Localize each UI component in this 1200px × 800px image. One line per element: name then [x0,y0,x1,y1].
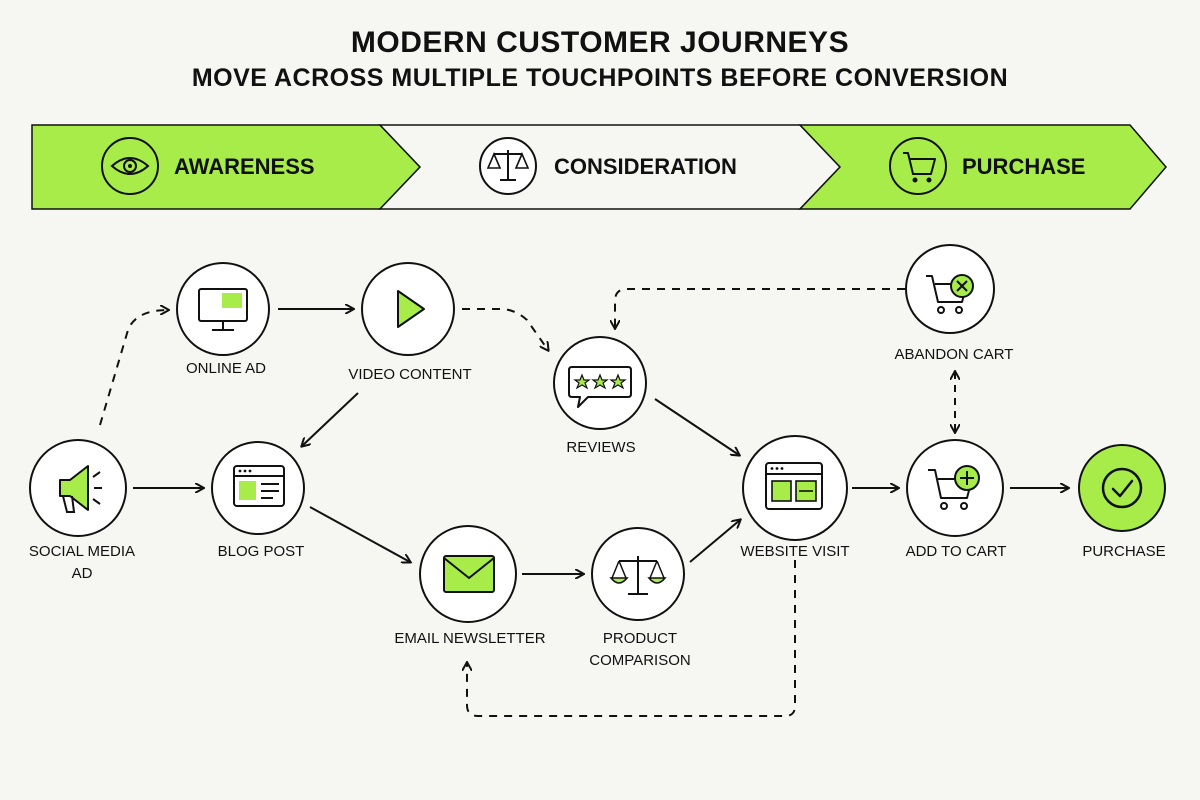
stage-purchase-shape [798,124,1167,210]
stage-purchase-label: PURCHASE [962,154,1085,179]
edge-blog-to-email [309,506,410,562]
stage-band: AWARENESS CONSIDERATION PURCHASE [31,124,1167,210]
cart-icon [889,137,947,195]
node-purchase-label: PURCHASE [1082,543,1165,560]
diagram-subtitle: MOVE ACROSS MULTIPLE TOUCHPOINTS BEFORE … [191,64,1009,92]
node-add-to-cart: ADD TO CART [906,439,1007,560]
node-website-visit-label: WEBSITE VISIT [740,543,849,560]
node-social-media-ad: SOCIAL MEDIA AD [29,439,135,582]
node-online-ad-label: ONLINE AD [186,360,266,377]
node-abandon-cart: ABANDON CART [895,244,1014,363]
node-blog-post-label: BLOG POST [218,543,305,560]
stage-awareness-label: AWARENESS [174,154,315,179]
webpage-icon [233,465,285,507]
star-review-icon [568,366,632,408]
play-icon [397,290,425,328]
node-product-comparison-label-1: PRODUCT [603,630,677,647]
node-reviews: REVIEWS [553,336,647,456]
stage-consideration-label: CONSIDERATION [554,154,737,179]
node-online-ad: ONLINE AD [176,262,270,377]
scale-icon [609,556,667,595]
node-social-media-ad-label-2: AD [72,565,93,582]
edge-reviews-to-website [654,398,739,455]
edge-video-to-blog [302,392,359,446]
node-email-newsletter-label: EMAIL NEWSLETTER [394,630,545,647]
browser-icon [765,462,823,510]
node-blog-post: BLOG POST [211,441,305,560]
diagram-title: MODERN CUSTOMER JOURNEYS [350,26,850,59]
stage-awareness: AWARENESS [101,137,315,195]
stage-purchase: PURCHASE [889,137,1085,195]
edges [99,288,1068,717]
edge-comparison-to-website [689,520,740,563]
edge-video-to-reviews [462,308,548,350]
monitor-icon [198,288,248,331]
stage-consideration: CONSIDERATION [479,137,737,195]
cart-remove-icon [926,274,974,314]
node-purchase: PURCHASE [1078,444,1166,560]
checkmark-icon [1101,467,1143,509]
scale-icon [479,137,537,195]
node-product-comparison: PRODUCT COMPARISON [589,527,691,669]
node-video-content: VIDEO CONTENT [348,262,472,383]
node-email-newsletter: EMAIL NEWSLETTER [394,525,546,647]
node-reviews-label: REVIEWS [566,439,635,456]
megaphone-icon [59,465,102,513]
cart-add-icon [928,465,980,510]
node-add-to-cart-label: ADD TO CART [906,543,1007,560]
eye-icon [101,137,159,195]
node-website-visit: WEBSITE VISIT [740,435,850,560]
node-social-media-ad-label-1: SOCIAL MEDIA [29,543,135,560]
edge-abandon-to-reviews [615,288,905,328]
node-product-comparison-label-2: COMPARISON [589,652,690,669]
edge-social-to-online-ad [99,310,168,426]
node-video-content-label: VIDEO CONTENT [348,366,471,383]
node-abandon-cart-label: ABANDON CART [895,346,1014,363]
envelope-icon [443,555,495,593]
edge-website-to-email [467,560,796,717]
